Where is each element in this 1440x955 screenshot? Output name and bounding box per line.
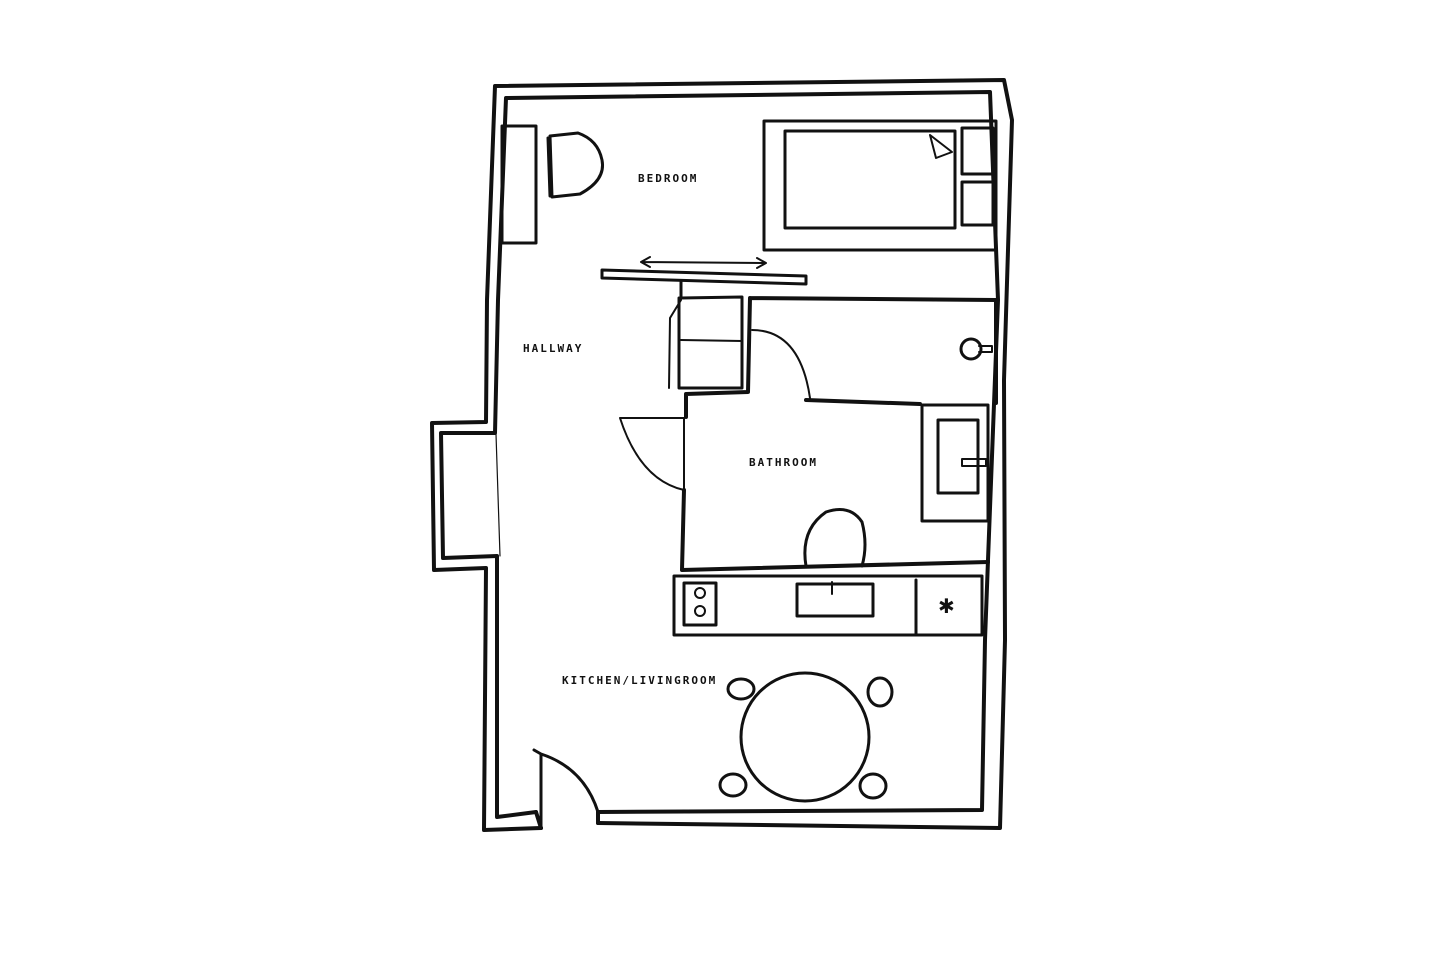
chair-back — [546, 136, 552, 198]
pillow-fold — [929, 134, 953, 159]
basin-tap — [978, 345, 993, 353]
sliding-door-arrow — [640, 256, 767, 269]
closet-outline — [677, 280, 744, 390]
window-line — [495, 433, 501, 557]
bathroom-wall-inner — [804, 398, 922, 406]
stove-burner-back — [694, 605, 706, 617]
stove — [682, 581, 718, 627]
stove-burner-front — [694, 587, 706, 599]
exterior-wall-outer — [430, 78, 1014, 832]
hallway: HALLWAY — [523, 342, 583, 355]
dining-chair-top-right — [866, 676, 894, 708]
chair — [548, 131, 605, 199]
closet-door-leaf — [668, 299, 682, 389]
bed-frame — [762, 119, 998, 252]
bathroom-door-swing — [751, 329, 811, 399]
dining-chair-bottom-right — [858, 772, 888, 800]
kitchen-counter — [672, 574, 984, 637]
sliding-door-rail — [600, 268, 808, 286]
exterior-wall-inner — [439, 90, 1000, 819]
dining-chair-top-left — [726, 677, 756, 701]
kitchen-sink — [795, 582, 875, 618]
mattress — [783, 129, 957, 230]
closet-shelf — [680, 339, 743, 342]
room-label-kitchen-living: KITCHEN/LIVINGROOM — [562, 674, 717, 687]
room-label-hallway: HALLWAY — [523, 342, 583, 355]
nightstand-bottom — [960, 180, 995, 227]
dining-table — [739, 671, 871, 803]
bathroom-wall — [680, 296, 998, 572]
dining-chair-bottom-left — [718, 772, 748, 798]
bathtub — [936, 418, 980, 495]
room-label-bathroom: BATHROOM — [749, 456, 818, 469]
wardrobe — [500, 124, 538, 245]
entry-door — [532, 748, 600, 828]
fridge-symbol: ✱ — [938, 594, 955, 618]
washbasin — [959, 337, 983, 361]
shower-tray — [920, 403, 990, 523]
kitchen-living-room: ✱ KITCHEN/LIVINGROOM — [532, 574, 984, 828]
toilet — [803, 508, 867, 568]
bedroom: BEDROOM — [500, 119, 998, 286]
nightstand-top — [960, 126, 995, 176]
bathroom-entry-door — [619, 417, 685, 491]
exterior-walls — [430, 78, 1014, 832]
room-label-bedroom: BEDROOM — [638, 172, 698, 185]
faucet — [961, 458, 987, 467]
bathroom: BATHROOM — [619, 280, 998, 572]
